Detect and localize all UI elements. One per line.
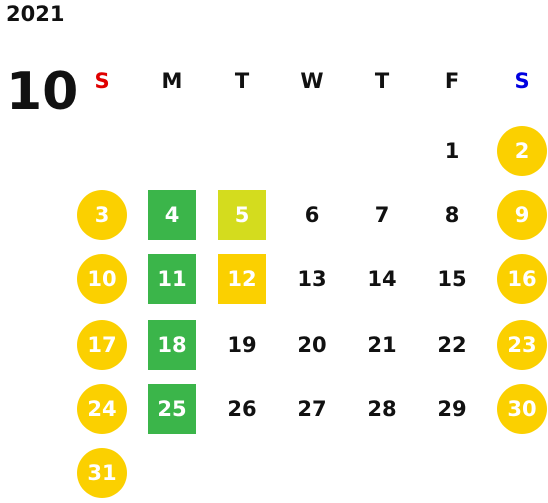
- day-cell[interactable]: 12: [218, 254, 266, 304]
- day-cell[interactable]: 30: [497, 384, 547, 434]
- day-cell[interactable]: 28: [367, 397, 397, 421]
- day-cell[interactable]: 26: [227, 397, 257, 421]
- day-cell[interactable]: 7: [374, 203, 390, 227]
- day-cell[interactable]: 22: [437, 333, 467, 357]
- day-cell[interactable]: 8: [444, 203, 460, 227]
- day-cell[interactable]: 15: [437, 267, 467, 291]
- day-cell[interactable]: 1: [444, 139, 460, 163]
- day-cell[interactable]: 18: [148, 320, 196, 370]
- day-cell[interactable]: 24: [77, 384, 127, 434]
- day-cell[interactable]: 6: [304, 203, 320, 227]
- day-cell[interactable]: 23: [497, 320, 547, 370]
- day-cell[interactable]: 10: [77, 254, 127, 304]
- day-cell[interactable]: 13: [297, 267, 327, 291]
- day-cell[interactable]: 27: [297, 397, 327, 421]
- weekday-label: M: [161, 69, 183, 93]
- day-cell[interactable]: 16: [497, 254, 547, 304]
- day-cell[interactable]: 21: [367, 333, 397, 357]
- weekday-label: F: [444, 69, 460, 93]
- day-cell[interactable]: 3: [77, 190, 127, 240]
- day-cell[interactable]: 5: [218, 190, 266, 240]
- day-cell[interactable]: 31: [77, 448, 127, 498]
- day-cell[interactable]: 25: [148, 384, 196, 434]
- day-cell[interactable]: 4: [148, 190, 196, 240]
- weekday-label: T: [234, 69, 250, 93]
- weekday-label: T: [374, 69, 390, 93]
- weekday-label: W: [300, 69, 324, 93]
- day-cell[interactable]: 9: [497, 190, 547, 240]
- weekday-label: S: [94, 69, 110, 93]
- day-cell[interactable]: 14: [367, 267, 397, 291]
- weekday-label: S: [514, 69, 530, 93]
- day-cell[interactable]: 11: [148, 254, 196, 304]
- day-cell[interactable]: 29: [437, 397, 467, 421]
- day-cell[interactable]: 20: [297, 333, 327, 357]
- month-label: 10: [6, 62, 79, 122]
- day-cell[interactable]: 19: [227, 333, 257, 357]
- year-label: 2021: [6, 2, 65, 26]
- day-cell[interactable]: 17: [77, 320, 127, 370]
- day-cell[interactable]: 2: [497, 126, 547, 176]
